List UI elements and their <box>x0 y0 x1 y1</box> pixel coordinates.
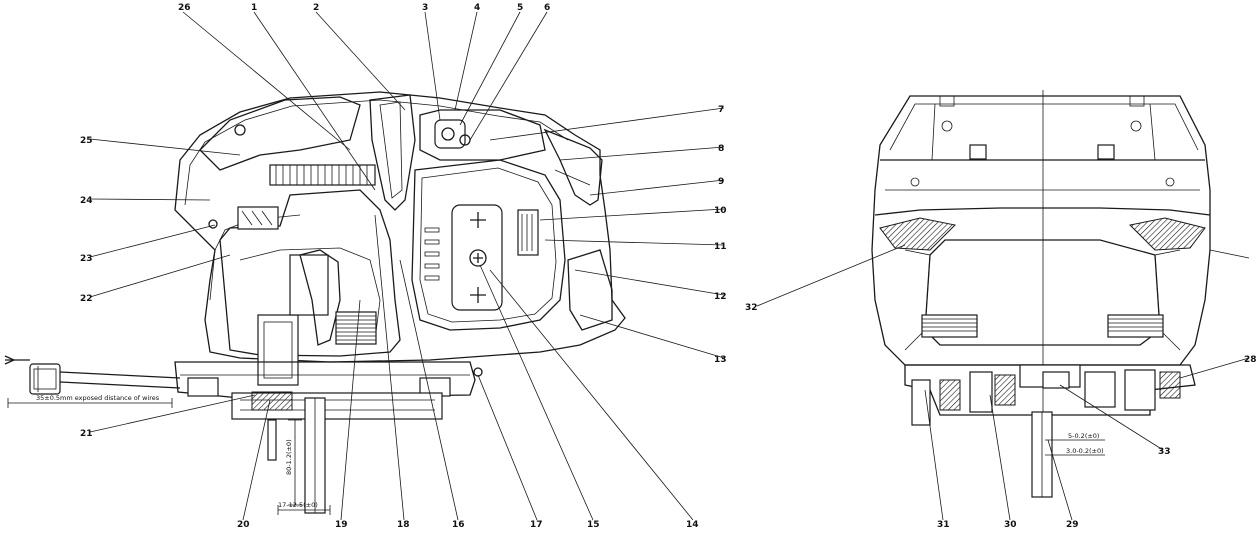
wire-exposed-note: 35±0.5mm exposed distance of wires <box>36 394 160 402</box>
grip-ribs <box>269 164 376 186</box>
part-label: 25 <box>80 136 93 146</box>
part-label: 16 <box>452 520 465 530</box>
part-label: 15 <box>587 520 600 530</box>
part-label: 33 <box>1158 447 1171 457</box>
part-label: 7 <box>718 105 724 115</box>
part-label: 28 <box>1244 355 1257 365</box>
dim-c-note: 5-0.2(±0) <box>1068 432 1099 440</box>
part-label: 12 <box>714 292 727 302</box>
motor-block <box>257 314 299 386</box>
part-label: 2 <box>313 3 319 13</box>
part-label: 26 <box>178 3 191 13</box>
dim-a-note: 80-1.2(±0) <box>285 439 293 475</box>
front-housing-outline <box>871 95 1211 366</box>
part-label: 19 <box>335 520 348 530</box>
base-plate <box>174 361 476 399</box>
part-label: 9 <box>718 177 724 187</box>
part-label: 3 <box>422 3 428 13</box>
part-labels: 26 1 2 3 4 5 6 7 8 9 10 11 12 13 14 15 1… <box>80 3 1257 530</box>
dim-b-note: 17-12.5(±0) <box>278 501 318 509</box>
part-label: 14 <box>686 520 699 530</box>
part-label: 22 <box>80 294 93 304</box>
housing-outline <box>174 91 626 363</box>
front-ribs <box>921 314 1164 338</box>
dimension-notes: 35±0.5mm exposed distance of wires 80-1.… <box>36 394 1104 509</box>
front-view <box>871 90 1211 498</box>
part-label: 1 <box>251 3 257 13</box>
vent-slots <box>424 227 440 281</box>
part-label: 31 <box>937 520 950 530</box>
latch <box>517 209 539 256</box>
right-vent <box>1128 217 1206 251</box>
part-label: 30 <box>1004 520 1017 530</box>
part-label: 18 <box>397 520 410 530</box>
battery-cover <box>411 159 566 331</box>
part-label: 29 <box>1066 520 1079 530</box>
lower-ribs <box>335 311 377 345</box>
part-label: 11 <box>714 242 727 252</box>
part-label: 6 <box>544 3 550 13</box>
part-label: 23 <box>80 254 93 264</box>
part-label: 10 <box>714 206 727 216</box>
side-section-view <box>4 91 626 515</box>
part-label: 32 <box>745 303 758 313</box>
part-label: 13 <box>714 355 727 365</box>
part-label: 8 <box>718 144 724 154</box>
leader-lines <box>89 11 1250 521</box>
dim-d-note: 3.0-0.2(±0) <box>1066 447 1104 455</box>
part-label: 24 <box>80 196 93 206</box>
left-vent <box>879 217 957 251</box>
part-label: 17 <box>530 520 543 530</box>
top-detail <box>910 95 1175 187</box>
part-label: 4 <box>474 3 480 13</box>
part-label: 20 <box>237 520 250 530</box>
part-label: 5 <box>517 3 523 13</box>
wire-connector <box>4 355 181 395</box>
part-label: 21 <box>80 429 93 439</box>
